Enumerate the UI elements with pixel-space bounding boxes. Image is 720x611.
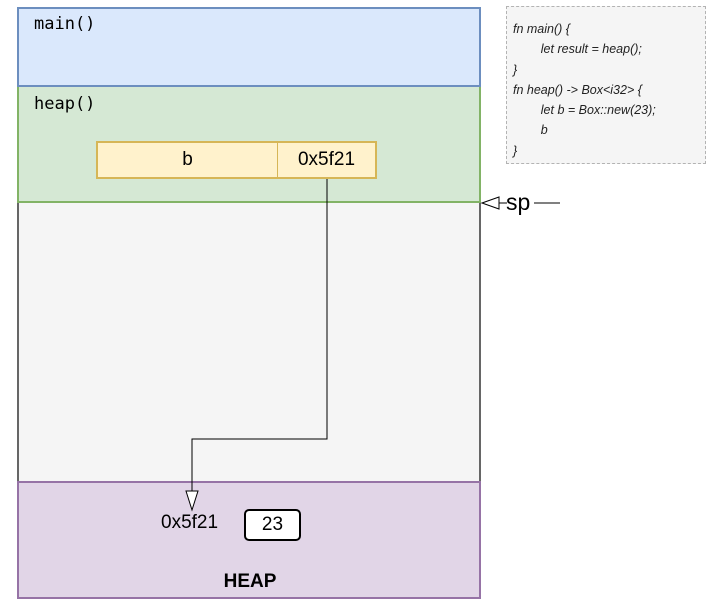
stack-pointer-label: sp <box>506 189 531 215</box>
variable-name-cell: b <box>96 141 278 179</box>
code-line: } <box>513 143 518 158</box>
code-line: fn main() { <box>513 22 570 36</box>
heap-frame-label: heap() <box>34 94 96 114</box>
pointer-value-cell: 0x5f21 <box>277 141 377 179</box>
heap-title: HEAP <box>223 571 277 592</box>
code-line: } <box>513 62 518 77</box>
heap-address-label: 0x5f21 <box>161 512 219 533</box>
main-frame-label: main() <box>34 14 96 34</box>
code-line: let result = heap(); <box>513 42 642 57</box>
unused-stack-area <box>17 203 481 482</box>
code-line: b <box>513 123 548 138</box>
pointer-arrow-line <box>191 179 328 491</box>
code-line: fn heap() -> Box<i32> { <box>513 82 642 97</box>
main-stack-frame <box>17 7 481 87</box>
code-snippet: fn main() { let result = heap(); } fn he… <box>506 6 706 164</box>
code-line: let b = Box::new(23); <box>513 103 656 118</box>
pointer-arrowhead <box>185 490 199 512</box>
stack-pointer-arrowhead <box>480 196 500 210</box>
heap-value-box: 23 <box>244 509 301 541</box>
